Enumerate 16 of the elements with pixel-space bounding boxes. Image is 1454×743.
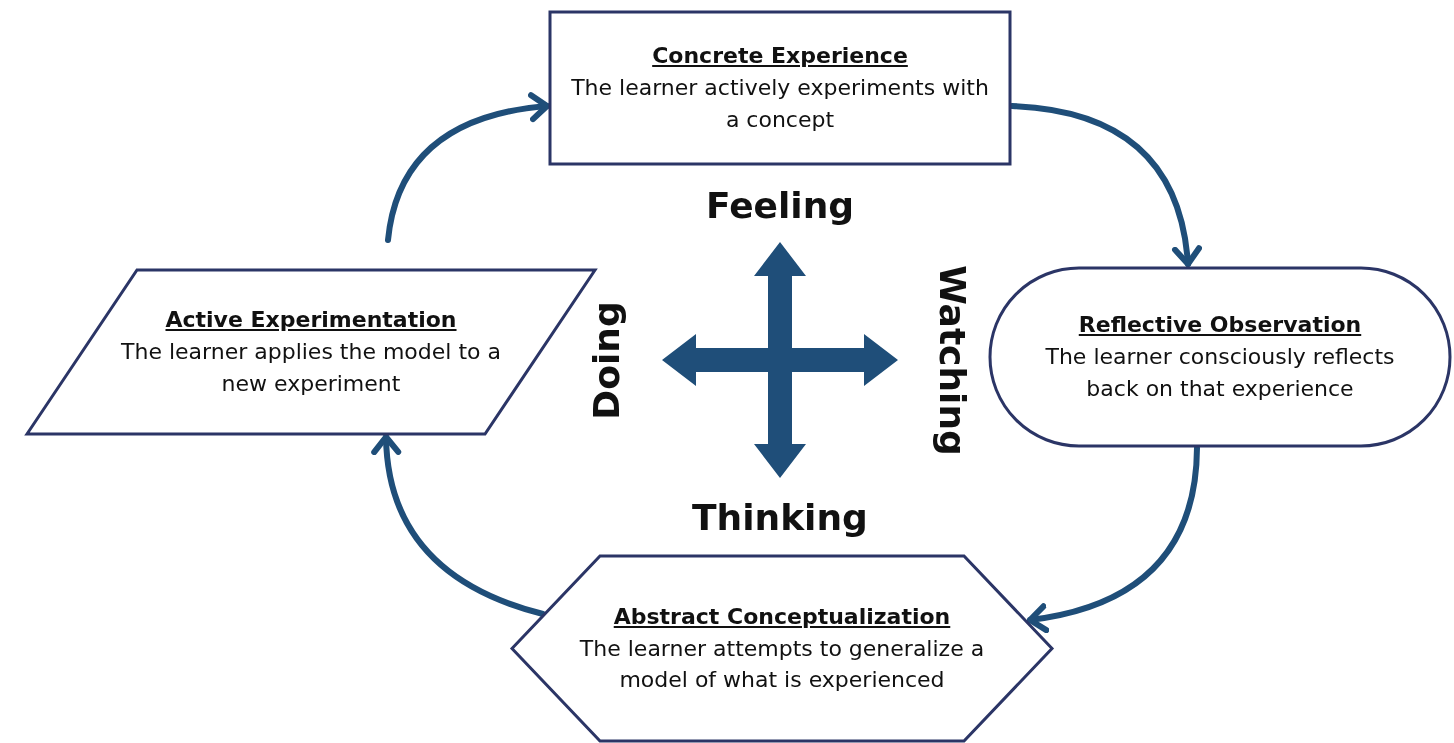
arrow (385, 92, 550, 243)
node-title: Concrete Experience (652, 42, 908, 71)
hexagon-node (512, 556, 1052, 741)
axis-label: Watching (931, 264, 973, 456)
axis-label: Thinking (692, 496, 868, 538)
node-description: The learner consciously reflects back on that experience (1045, 343, 1395, 403)
arrow (371, 434, 546, 617)
node-description: The learner applies the model to a new experiment (120, 338, 502, 398)
node-title: Reflective Observation (1078, 311, 1362, 340)
axis-label: Feeling (706, 184, 855, 226)
axis-label: Doing (585, 300, 627, 420)
rectangle-node (550, 12, 1010, 164)
node-title: Active Experimentation (165, 306, 457, 335)
node-title: Abstract Conceptualization (613, 602, 951, 631)
node-description: The learner attempts to generalize a model of what is experienced (578, 634, 986, 695)
node-description: The learner actively experiments with a concept (570, 74, 990, 134)
